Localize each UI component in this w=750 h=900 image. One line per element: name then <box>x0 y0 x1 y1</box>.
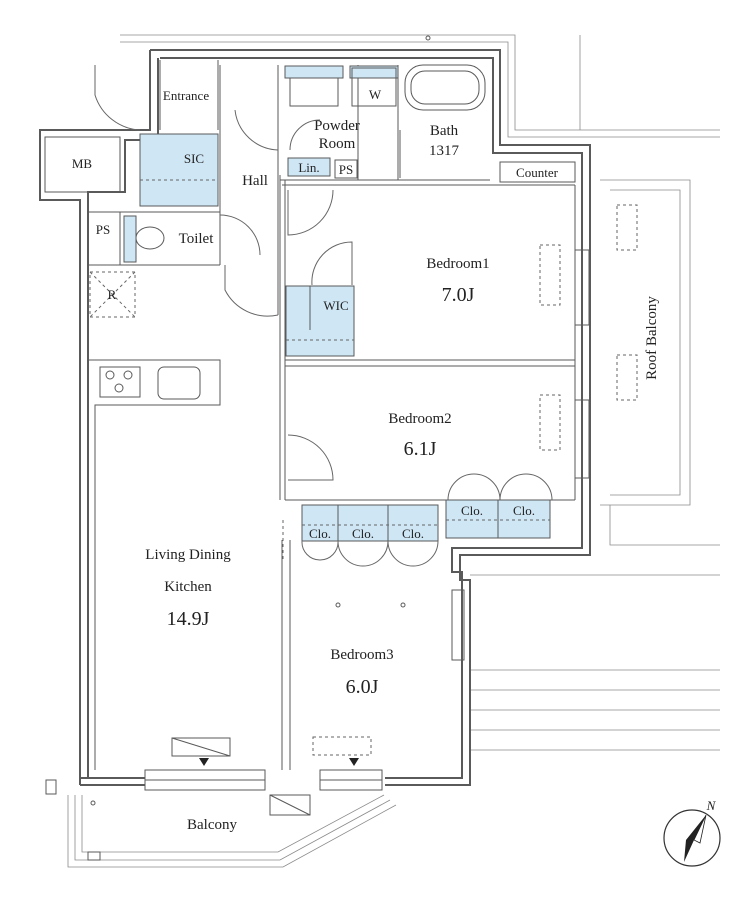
mb-label: MB <box>72 156 93 171</box>
bedroom3-size: 6.0J <box>346 676 379 698</box>
entrance-door <box>94 65 141 131</box>
entrance-label: Entrance <box>163 88 209 103</box>
bedroom1-door-upper <box>287 189 334 236</box>
toilet-tank <box>123 215 137 263</box>
powder-room-label-2: Room <box>319 136 356 152</box>
mb-box <box>44 136 121 193</box>
bathtub <box>404 64 486 111</box>
bedroom2-size: 6.1J <box>404 438 437 460</box>
ldk-label-1: Living Dining <box>145 547 231 563</box>
bedroom3-arrow-icon <box>349 758 359 766</box>
bedroom3-label: Bedroom3 <box>330 647 393 663</box>
closet-row <box>301 499 551 567</box>
sic-label: SIC <box>184 151 204 166</box>
powder-room-label-1: Powder <box>314 118 360 134</box>
bedroom2-closet-doors <box>447 473 553 501</box>
refrigerator-space <box>89 271 136 318</box>
counter-label: Counter <box>516 165 559 180</box>
ldk-door <box>224 265 279 317</box>
toilet-bowl <box>135 226 165 250</box>
washer-label: W <box>369 87 382 102</box>
balcony-ac <box>269 794 311 816</box>
ps-box-2 <box>334 159 358 179</box>
ldk-arrow-icon <box>199 758 209 766</box>
counter-box <box>499 161 576 183</box>
washbasin-counter <box>284 65 344 79</box>
balcony-railing <box>45 779 397 868</box>
linen-label: Lin. <box>298 160 319 175</box>
closet-label-3: Clo. <box>402 526 424 541</box>
ldk-label-2: Kitchen <box>164 579 212 595</box>
closet-label-5: Clo. <box>513 503 535 518</box>
ldk-size: 14.9J <box>167 608 210 630</box>
ps-label-2: PS <box>339 162 353 177</box>
wic-label: WIC <box>323 298 348 313</box>
washer-box <box>351 67 397 107</box>
roof-ac-1 <box>616 204 638 251</box>
stove <box>99 366 141 398</box>
refrigerator-label: R <box>108 287 117 302</box>
hall-label: Hall <box>242 173 268 189</box>
roof-ac-2 <box>616 354 638 401</box>
washer-shelf <box>349 65 399 79</box>
bedroom1-window <box>574 249 590 326</box>
bedroom2-ac <box>539 394 561 451</box>
closet-label-4: Clo. <box>461 503 483 518</box>
toilet-door <box>219 214 261 256</box>
bedroom2-door <box>287 434 334 481</box>
ldk-ac <box>171 737 231 757</box>
sic-closet <box>139 60 219 207</box>
bedroom1-label: Bedroom1 <box>426 256 489 272</box>
hall-door <box>234 109 279 151</box>
wic <box>285 285 355 357</box>
compass-north-label: N <box>706 798 717 813</box>
bath-label-1: Bath <box>430 123 459 139</box>
bedroom2-window <box>574 399 590 479</box>
exterior-lines <box>120 34 720 751</box>
balcony-label: Balcony <box>187 817 237 833</box>
linen-closet <box>287 157 331 177</box>
closet-label-1: Clo. <box>309 526 331 541</box>
bedroom1-ac <box>539 244 561 306</box>
bedroom3-window <box>451 589 465 661</box>
bedroom1-door <box>311 241 353 286</box>
toilet-label: Toilet <box>179 231 215 247</box>
kitchen-sink <box>157 366 201 400</box>
bedroom1-size: 7.0J <box>442 284 475 306</box>
powder-door <box>289 119 321 151</box>
compass-icon <box>663 809 721 867</box>
ps-label-1: PS <box>96 222 110 237</box>
bedroom3-ac <box>312 736 372 756</box>
washbasin <box>289 77 339 107</box>
bath-label-2: 1317 <box>429 143 460 159</box>
closet-label-2: Clo. <box>352 526 374 541</box>
roof-balcony-label: Roof Balcony <box>644 296 660 380</box>
bedroom2-label: Bedroom2 <box>388 411 451 427</box>
